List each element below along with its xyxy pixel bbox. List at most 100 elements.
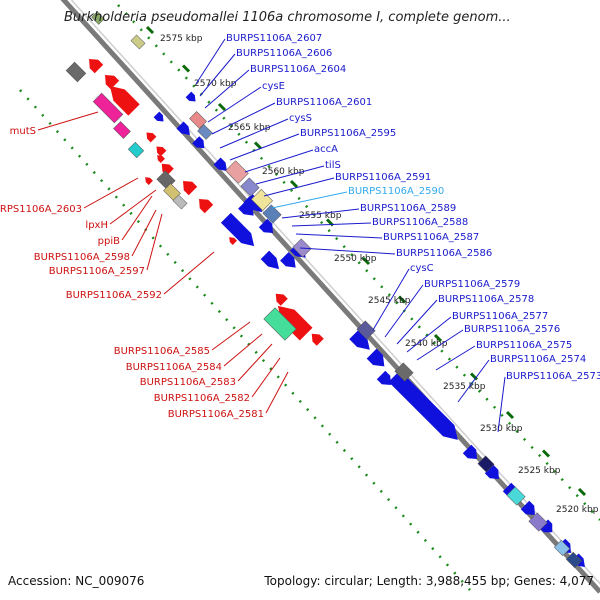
- gene-box: [240, 177, 260, 197]
- reverse-gene-arrow: [146, 132, 157, 143]
- reverse-gene-arrow: [277, 305, 313, 341]
- reverse-gene-arrow: [311, 333, 324, 346]
- topology-text: Topology: circular; Length: 3,988,455 bp…: [264, 574, 594, 588]
- forward-gene-label[interactable]: cysE: [262, 81, 285, 92]
- forward-gene-arrow: [349, 329, 370, 350]
- reverse-gene-arrow: [275, 293, 288, 306]
- major-tick: [505, 410, 515, 420]
- forward-gene-label-leader: [396, 299, 438, 345]
- forward-gene-arrow: [539, 519, 553, 533]
- forward-gene-label-leader: [384, 284, 424, 338]
- reverse-gene-arrow: [145, 177, 153, 185]
- gene-box: [65, 61, 87, 83]
- outer-tick-rail: [117, 4, 600, 521]
- major-tick: [145, 25, 155, 35]
- forward-gene-label[interactable]: accA: [314, 144, 338, 155]
- forward-gene-label-leader: [416, 329, 464, 361]
- gene-box: [91, 11, 105, 25]
- major-tick: [541, 449, 551, 458]
- forward-gene-label[interactable]: cysS: [289, 113, 312, 124]
- accession-text: Accession: NC_009076: [8, 574, 145, 588]
- reverse-gene-label-leader: [37, 111, 99, 131]
- gene-box: [477, 455, 495, 473]
- forward-gene-arrow: [213, 157, 227, 171]
- reverse-gene-arrow: [89, 59, 104, 74]
- forward-gene-label[interactable]: BURPS1106A_2606: [236, 48, 332, 59]
- forward-gene-label[interactable]: BURPS1106A_2591: [335, 172, 431, 183]
- forward-gene-label[interactable]: BURPS1106A_2573: [506, 371, 600, 382]
- forward-gene-label[interactable]: BURPS1106A_2577: [452, 311, 548, 322]
- forward-gene-label[interactable]: tilS: [325, 160, 341, 171]
- tick-label: 2540 kbp: [405, 339, 448, 349]
- forward-gene-label[interactable]: BURPS1106A_2595: [300, 128, 396, 139]
- major-tick: [361, 256, 371, 266]
- forward-gene-arrow: [520, 500, 535, 515]
- reverse-gene-label[interactable]: lpxH: [85, 220, 108, 231]
- forward-gene-label[interactable]: BURPS1106A_2588: [372, 217, 468, 228]
- gene-box: [262, 204, 282, 224]
- forward-gene-label[interactable]: BURPS1106A_2587: [383, 232, 479, 243]
- reverse-gene-label-leader: [131, 209, 157, 257]
- forward-gene-label[interactable]: BURPS1106A_2574: [490, 354, 586, 365]
- forward-gene-label-leader: [229, 133, 300, 161]
- reverse-gene-label[interactable]: BURPS1106A_2585: [114, 346, 210, 357]
- tick-label: 2570 kbp: [194, 79, 237, 89]
- forward-gene-label-leader: [457, 359, 490, 403]
- reverse-gene-arrow: [109, 85, 140, 116]
- forward-gene-label-leader: [497, 376, 506, 433]
- reverse-gene-arrow: [199, 199, 214, 214]
- forward-gene-arrow: [484, 464, 499, 479]
- reverse-gene-arrow: [156, 146, 167, 157]
- forward-gene-label[interactable]: BURPS1106A_2576: [464, 324, 560, 335]
- forward-gene-label[interactable]: BURPS1106A_2575: [476, 340, 572, 351]
- reverse-gene-label-leader: [237, 343, 273, 382]
- reverse-gene-label-leader: [146, 213, 163, 271]
- gene-box: [225, 160, 249, 184]
- reverse-gene-label-leader: [83, 177, 139, 209]
- tick-label: 2555 kbp: [299, 211, 342, 221]
- forward-gene-arrow: [176, 121, 190, 135]
- forward-gene-label-leader: [299, 247, 396, 255]
- reverse-gene-label[interactable]: BURPS1106A_2597: [49, 266, 145, 277]
- tick-label: 2535 kbp: [443, 382, 486, 392]
- forward-gene-label[interactable]: BURPS1106A_2589: [360, 203, 456, 214]
- forward-gene-label[interactable]: cysC: [410, 263, 434, 274]
- tick-label: 2525 kbp: [518, 466, 561, 476]
- tick-label: 2545 kbp: [368, 296, 411, 306]
- reverse-gene-label[interactable]: BURPS1106A_2603: [0, 204, 82, 215]
- gene-box: [127, 141, 145, 159]
- forward-gene-label[interactable]: BURPS1106A_2601: [276, 97, 372, 108]
- forward-gene-label-leader: [244, 149, 314, 173]
- reverse-gene-label[interactable]: BURPS1106A_2584: [126, 362, 222, 373]
- forward-gene-label-leader: [204, 69, 250, 109]
- reverse-gene-label[interactable]: BURPS1106A_2581: [168, 409, 264, 420]
- forward-gene-arrow: [192, 136, 205, 149]
- forward-gene-label-leader: [281, 208, 360, 219]
- reverse-gene-label[interactable]: mutS: [10, 126, 36, 137]
- reverse-gene-label-leader: [223, 333, 263, 367]
- forward-gene-label[interactable]: BURPS1106A_2579: [424, 279, 520, 290]
- gene-box: [528, 512, 548, 532]
- forward-gene-label[interactable]: BURPS1106A_2586: [396, 248, 492, 259]
- forward-gene-arrow: [153, 111, 164, 122]
- reverse-gene-label-leader: [251, 357, 281, 398]
- reverse-gene-label[interactable]: BURPS1106A_2598: [34, 252, 130, 263]
- reverse-gene-label[interactable]: ppiB: [98, 236, 120, 247]
- page-title: Burkholderia pseudomallei 1106a chromoso…: [64, 10, 511, 25]
- forward-gene-label[interactable]: BURPS1106A_2607: [226, 33, 322, 44]
- forward-gene-label[interactable]: BURPS1106A_2578: [438, 294, 534, 305]
- forward-gene-label[interactable]: BURPS1106A_2590: [348, 186, 444, 197]
- major-tick: [289, 179, 299, 189]
- major-tick: [253, 141, 263, 150]
- reverse-gene-label[interactable]: BURPS1106A_2583: [140, 377, 236, 388]
- gene-box: [565, 551, 583, 569]
- reverse-gene-label[interactable]: BURPS1106A_2592: [66, 290, 162, 301]
- forward-gene-label-leader: [271, 191, 348, 209]
- forward-gene-label[interactable]: BURPS1106A_2604: [250, 64, 346, 75]
- forward-gene-arrow: [185, 91, 196, 102]
- gene-box: [356, 320, 376, 340]
- major-tick: [397, 295, 407, 304]
- reverse-gene-label[interactable]: BURPS1106A_2582: [154, 393, 250, 404]
- forward-gene-label-leader: [295, 233, 383, 239]
